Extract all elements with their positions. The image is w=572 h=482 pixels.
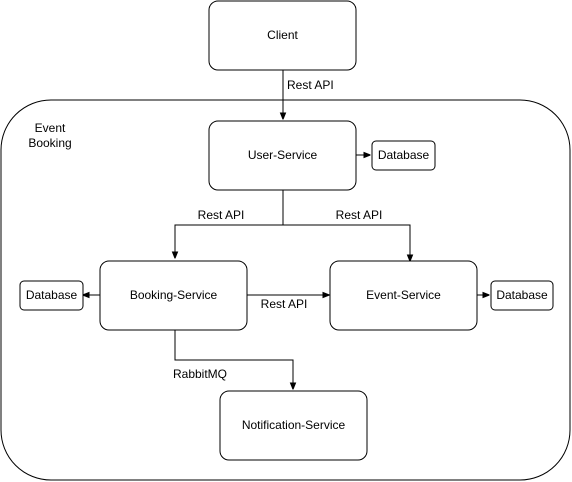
- booking-service-label: Booking-Service: [130, 288, 218, 302]
- user-service-box: [208, 120, 357, 191]
- user-service-label: User-Service: [248, 148, 318, 162]
- edge-label-user-to-booking: Rest API: [198, 208, 245, 222]
- edge-booking-to-notification: [174, 330, 293, 389]
- event-service-box: [329, 260, 478, 331]
- database-event-label: Database: [496, 288, 548, 302]
- group-label-line1: Event: [35, 121, 66, 135]
- edge-user-to-event: [283, 224, 410, 261]
- edges: Rest API Rest API Rest API Rest API Rabb…: [83, 70, 489, 389]
- database-booking-label: Database: [26, 288, 78, 302]
- database-event-box: [490, 280, 554, 311]
- group-label-line2: Booking: [28, 136, 71, 150]
- event-booking-group: Event Booking: [0, 99, 571, 481]
- node-database-booking: Database: [19, 280, 84, 311]
- notification-service-box: [219, 390, 368, 461]
- client-label: Client: [267, 28, 298, 42]
- notification-service-label: Notification-Service: [242, 418, 346, 432]
- database-user-box: [371, 140, 436, 171]
- node-event-service: Event-Service: [329, 260, 478, 331]
- node-database-user: Database: [371, 140, 436, 171]
- event-booking-container: [0, 99, 571, 481]
- client-box: [208, 0, 357, 71]
- nodes: Client User-Service Database Booking-Ser…: [19, 0, 554, 461]
- edge-user-to-booking: [175, 190, 284, 258]
- event-service-label: Event-Service: [366, 288, 441, 302]
- database-booking-box: [19, 280, 84, 311]
- edge-label-booking-to-notification: RabbitMQ: [173, 367, 227, 381]
- node-client: Client: [208, 0, 357, 71]
- node-user-service: User-Service: [208, 120, 357, 191]
- node-notification-service: Notification-Service: [219, 390, 368, 461]
- edge-label-user-to-event: Rest API: [336, 208, 383, 222]
- node-booking-service: Booking-Service: [99, 260, 248, 331]
- database-user-label: Database: [378, 148, 430, 162]
- node-database-event: Database: [490, 280, 554, 311]
- edge-label-booking-to-event: Rest API: [261, 297, 308, 311]
- edge-label-client-to-user: Rest API: [287, 78, 334, 92]
- booking-service-box: [99, 260, 248, 331]
